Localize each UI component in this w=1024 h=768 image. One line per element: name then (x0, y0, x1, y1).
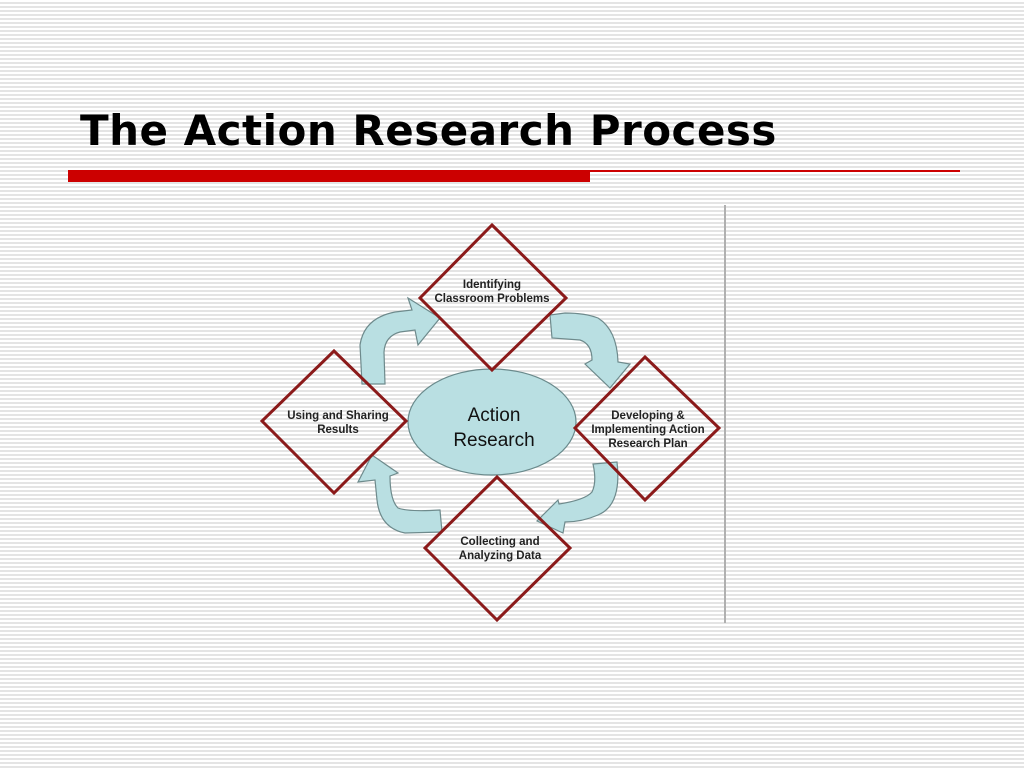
arrow-using-to-identifying (359, 296, 441, 385)
arrow-developing-to-collecting (535, 461, 619, 534)
center-label-line2: Research (453, 430, 535, 451)
node-using-label: Using and Sharing Results (287, 409, 389, 437)
node-developing-label: Developing & Implementing Action Researc… (591, 409, 704, 451)
diamond-identifying (417, 222, 569, 373)
title-underline-bar (68, 170, 590, 182)
node-identifying-line2: Classroom Problems (434, 293, 550, 305)
arrow-collecting-to-using (356, 454, 443, 534)
diamond-using (259, 348, 409, 496)
node-using-line1: Using and Sharing (287, 410, 389, 422)
node-collecting-line1: Collecting and (460, 536, 540, 548)
node-identifying-line1: Identifying (462, 279, 522, 291)
title-underline-line (590, 170, 960, 172)
slide-title: The Action Research Process (80, 106, 777, 155)
diamond-collecting (422, 474, 573, 623)
node-developing-line2: Implementing Action (591, 424, 705, 436)
node-collecting-line2: Analyzing Data (458, 550, 542, 562)
diamond-developing (572, 354, 722, 503)
node-identifying-label: Identifying Classroom Problems (434, 278, 549, 306)
vertical-divider (724, 205, 726, 623)
node-developing-line3: Research Plan (608, 438, 688, 450)
center-label: Action Research (453, 403, 534, 453)
center-label-line1: Action (467, 405, 521, 426)
node-developing-line1: Developing & (611, 410, 685, 422)
node-using-line2: Results (317, 424, 359, 436)
arrow-identifying-to-developing (549, 312, 632, 389)
node-collecting-label: Collecting and Analyzing Data (459, 535, 541, 563)
